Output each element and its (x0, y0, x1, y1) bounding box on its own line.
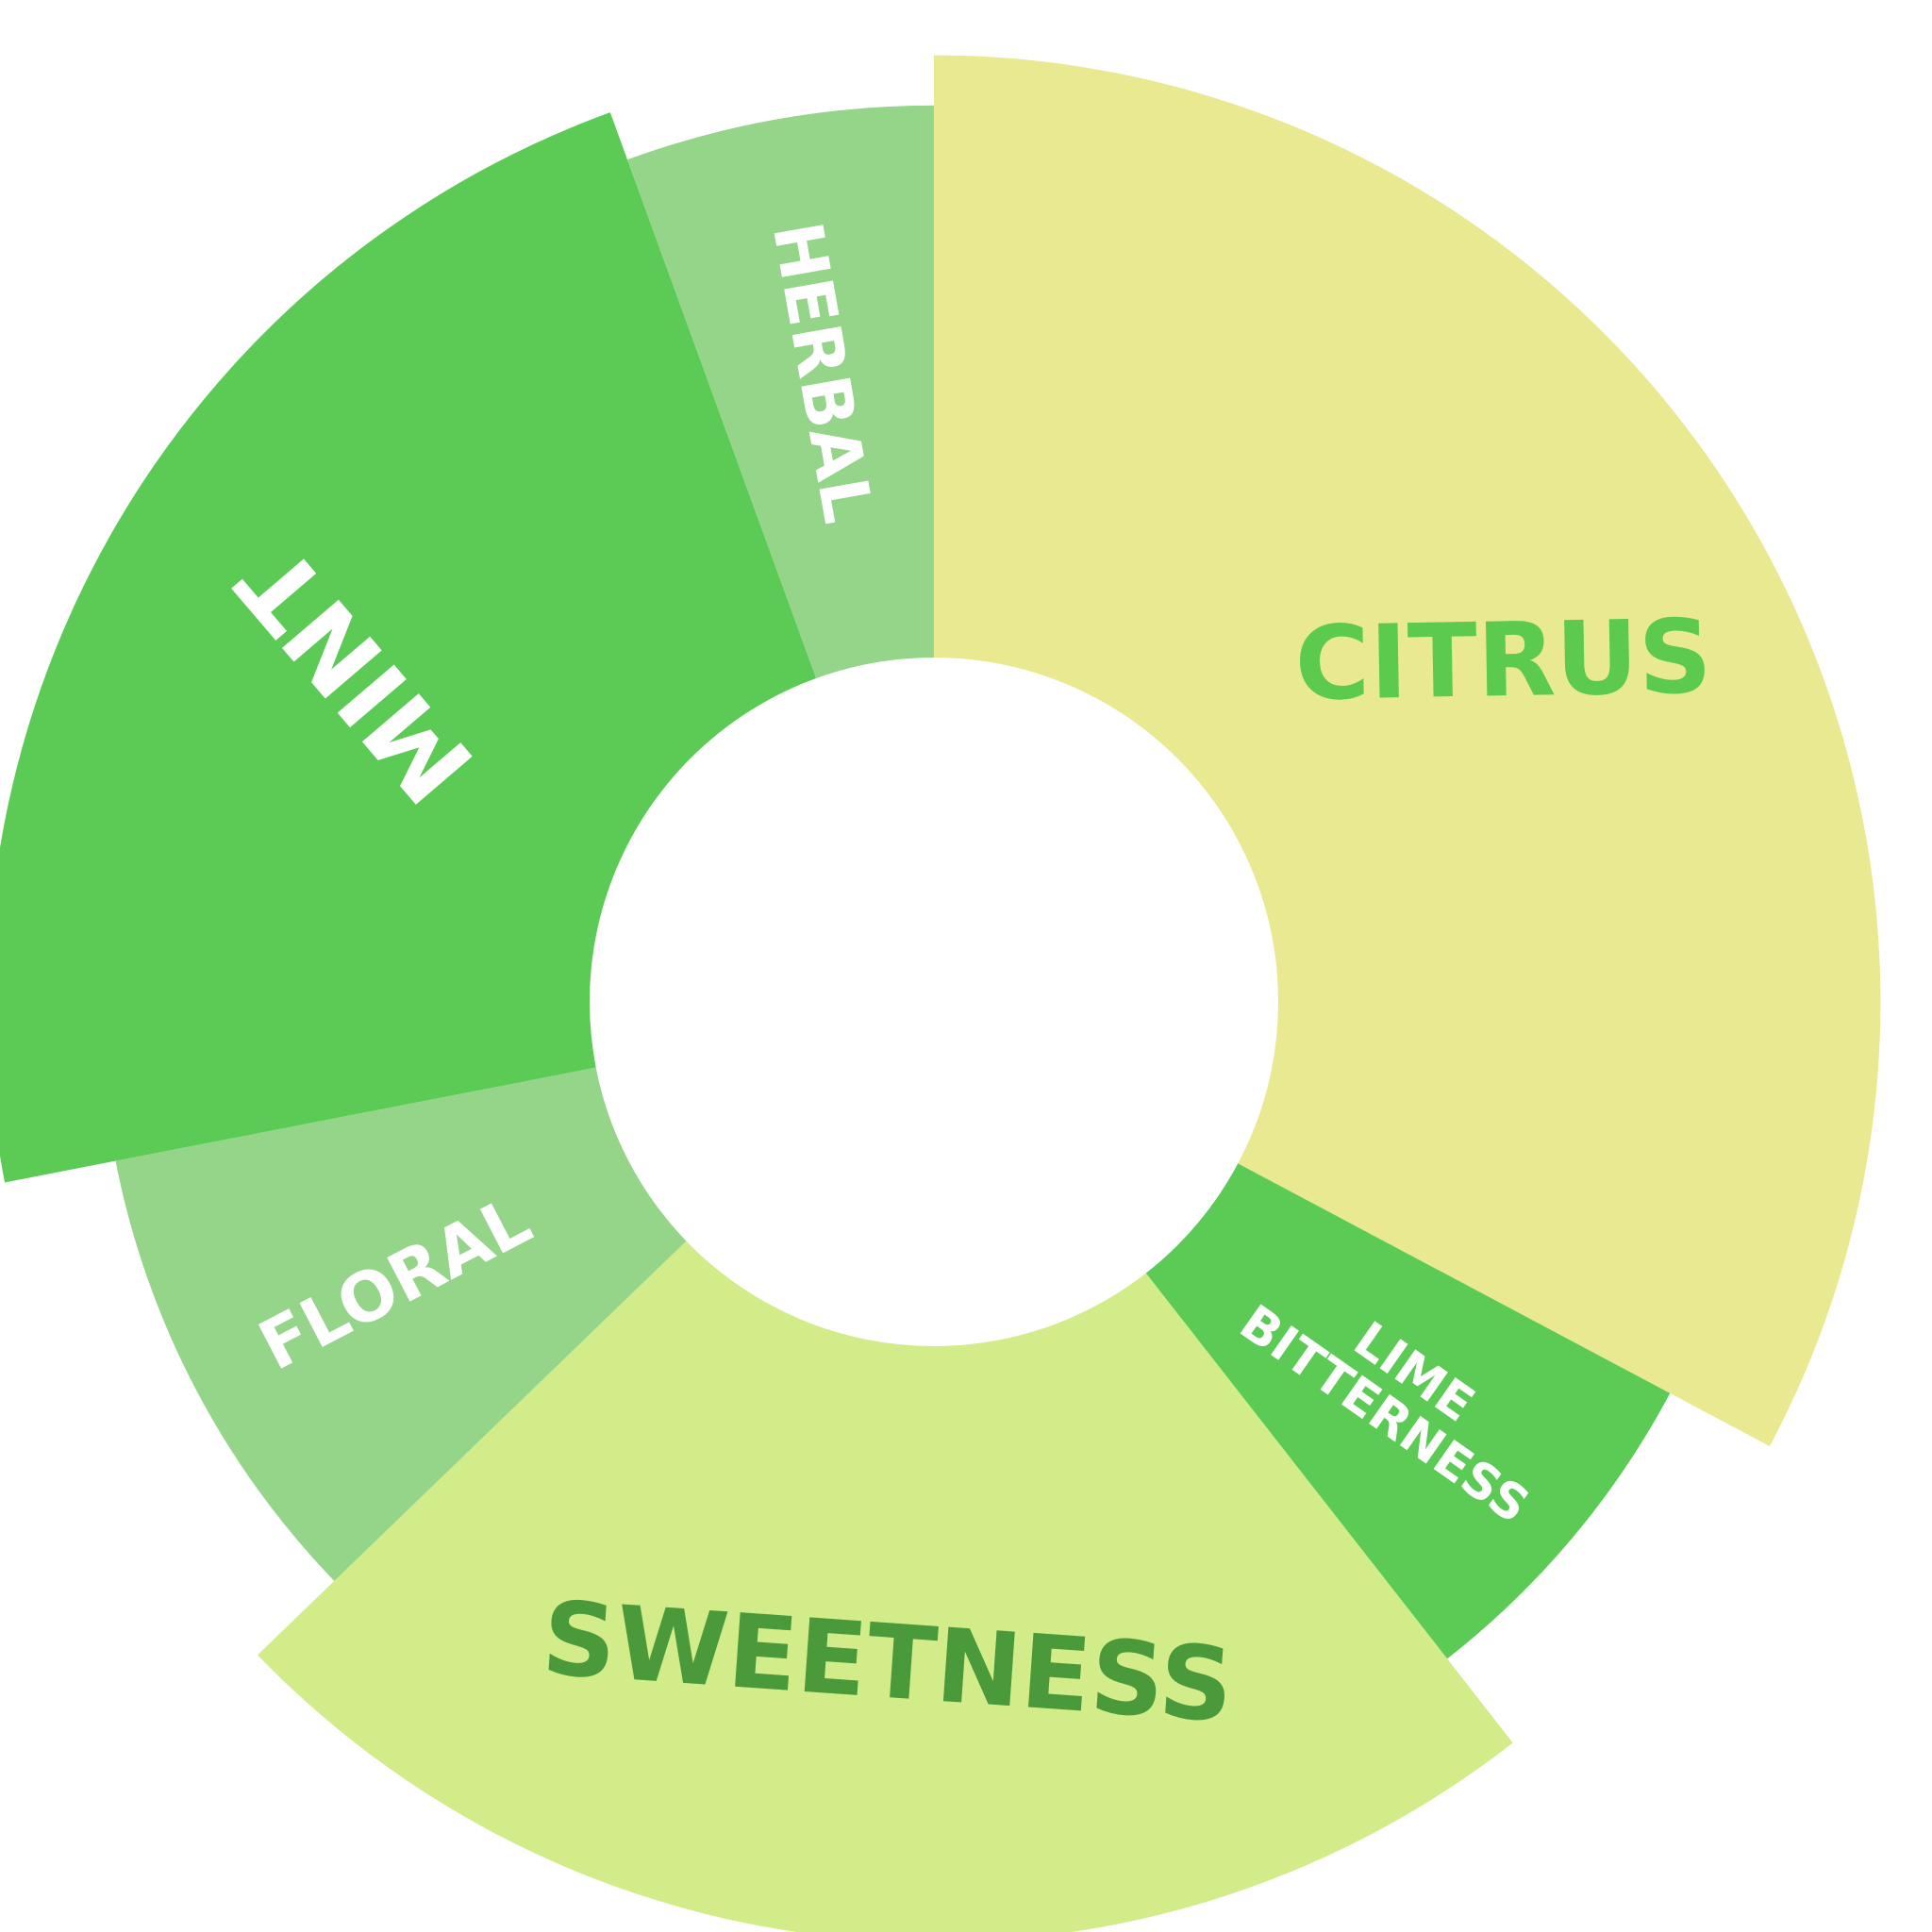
donut-hole (590, 658, 1278, 1346)
slice-sweetness (257, 1238, 1513, 1932)
slice-citrus (934, 55, 1881, 1447)
chart-slices (0, 55, 1881, 1932)
slice-mint (0, 112, 818, 1183)
slice-herbal (627, 105, 934, 683)
label-citrus: CITRUS (1294, 598, 1713, 724)
slice-lime-bitterness (1142, 1161, 1671, 1659)
slice-floral (115, 1066, 691, 1581)
